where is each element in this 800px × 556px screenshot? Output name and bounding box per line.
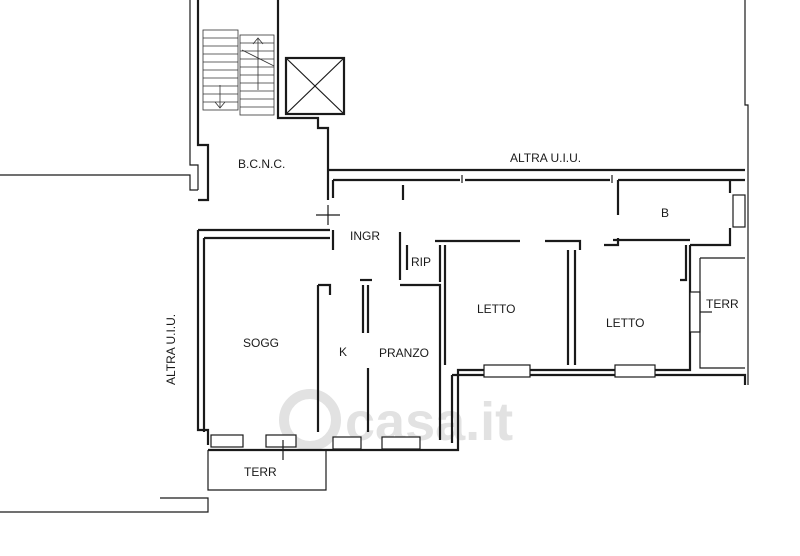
stair-core xyxy=(196,0,346,202)
label-k: K xyxy=(339,345,347,359)
stair-steps-right xyxy=(240,42,274,108)
label-sogg: SOGG xyxy=(243,336,279,350)
label-ingr: INGR xyxy=(350,229,380,243)
label-bcnc: B.C.N.C. xyxy=(238,157,285,171)
watermark: casa.it xyxy=(279,389,513,452)
stair-steps-left xyxy=(203,37,238,103)
common-area-walls xyxy=(316,168,745,225)
terraces xyxy=(207,257,745,491)
label-pranzo: PRANZO xyxy=(379,346,429,360)
label-terr-bottom: TERR xyxy=(244,465,277,479)
interior-partitions xyxy=(316,232,582,440)
label-terr-right: TERR xyxy=(706,297,739,311)
label-altra-top: ALTRA U.I.U. xyxy=(510,151,581,165)
elevator-shaft xyxy=(284,56,346,116)
label-altra-left: ALTRA U.I.U. xyxy=(164,314,178,385)
windows xyxy=(210,194,746,450)
label-bath: B xyxy=(661,206,669,220)
outer-walls xyxy=(0,0,749,513)
label-letto-1: LETTO xyxy=(477,302,515,316)
label-letto-2: LETTO xyxy=(606,316,644,330)
watermark-text: casa.it xyxy=(345,392,513,452)
label-rip: RIP xyxy=(411,255,431,269)
